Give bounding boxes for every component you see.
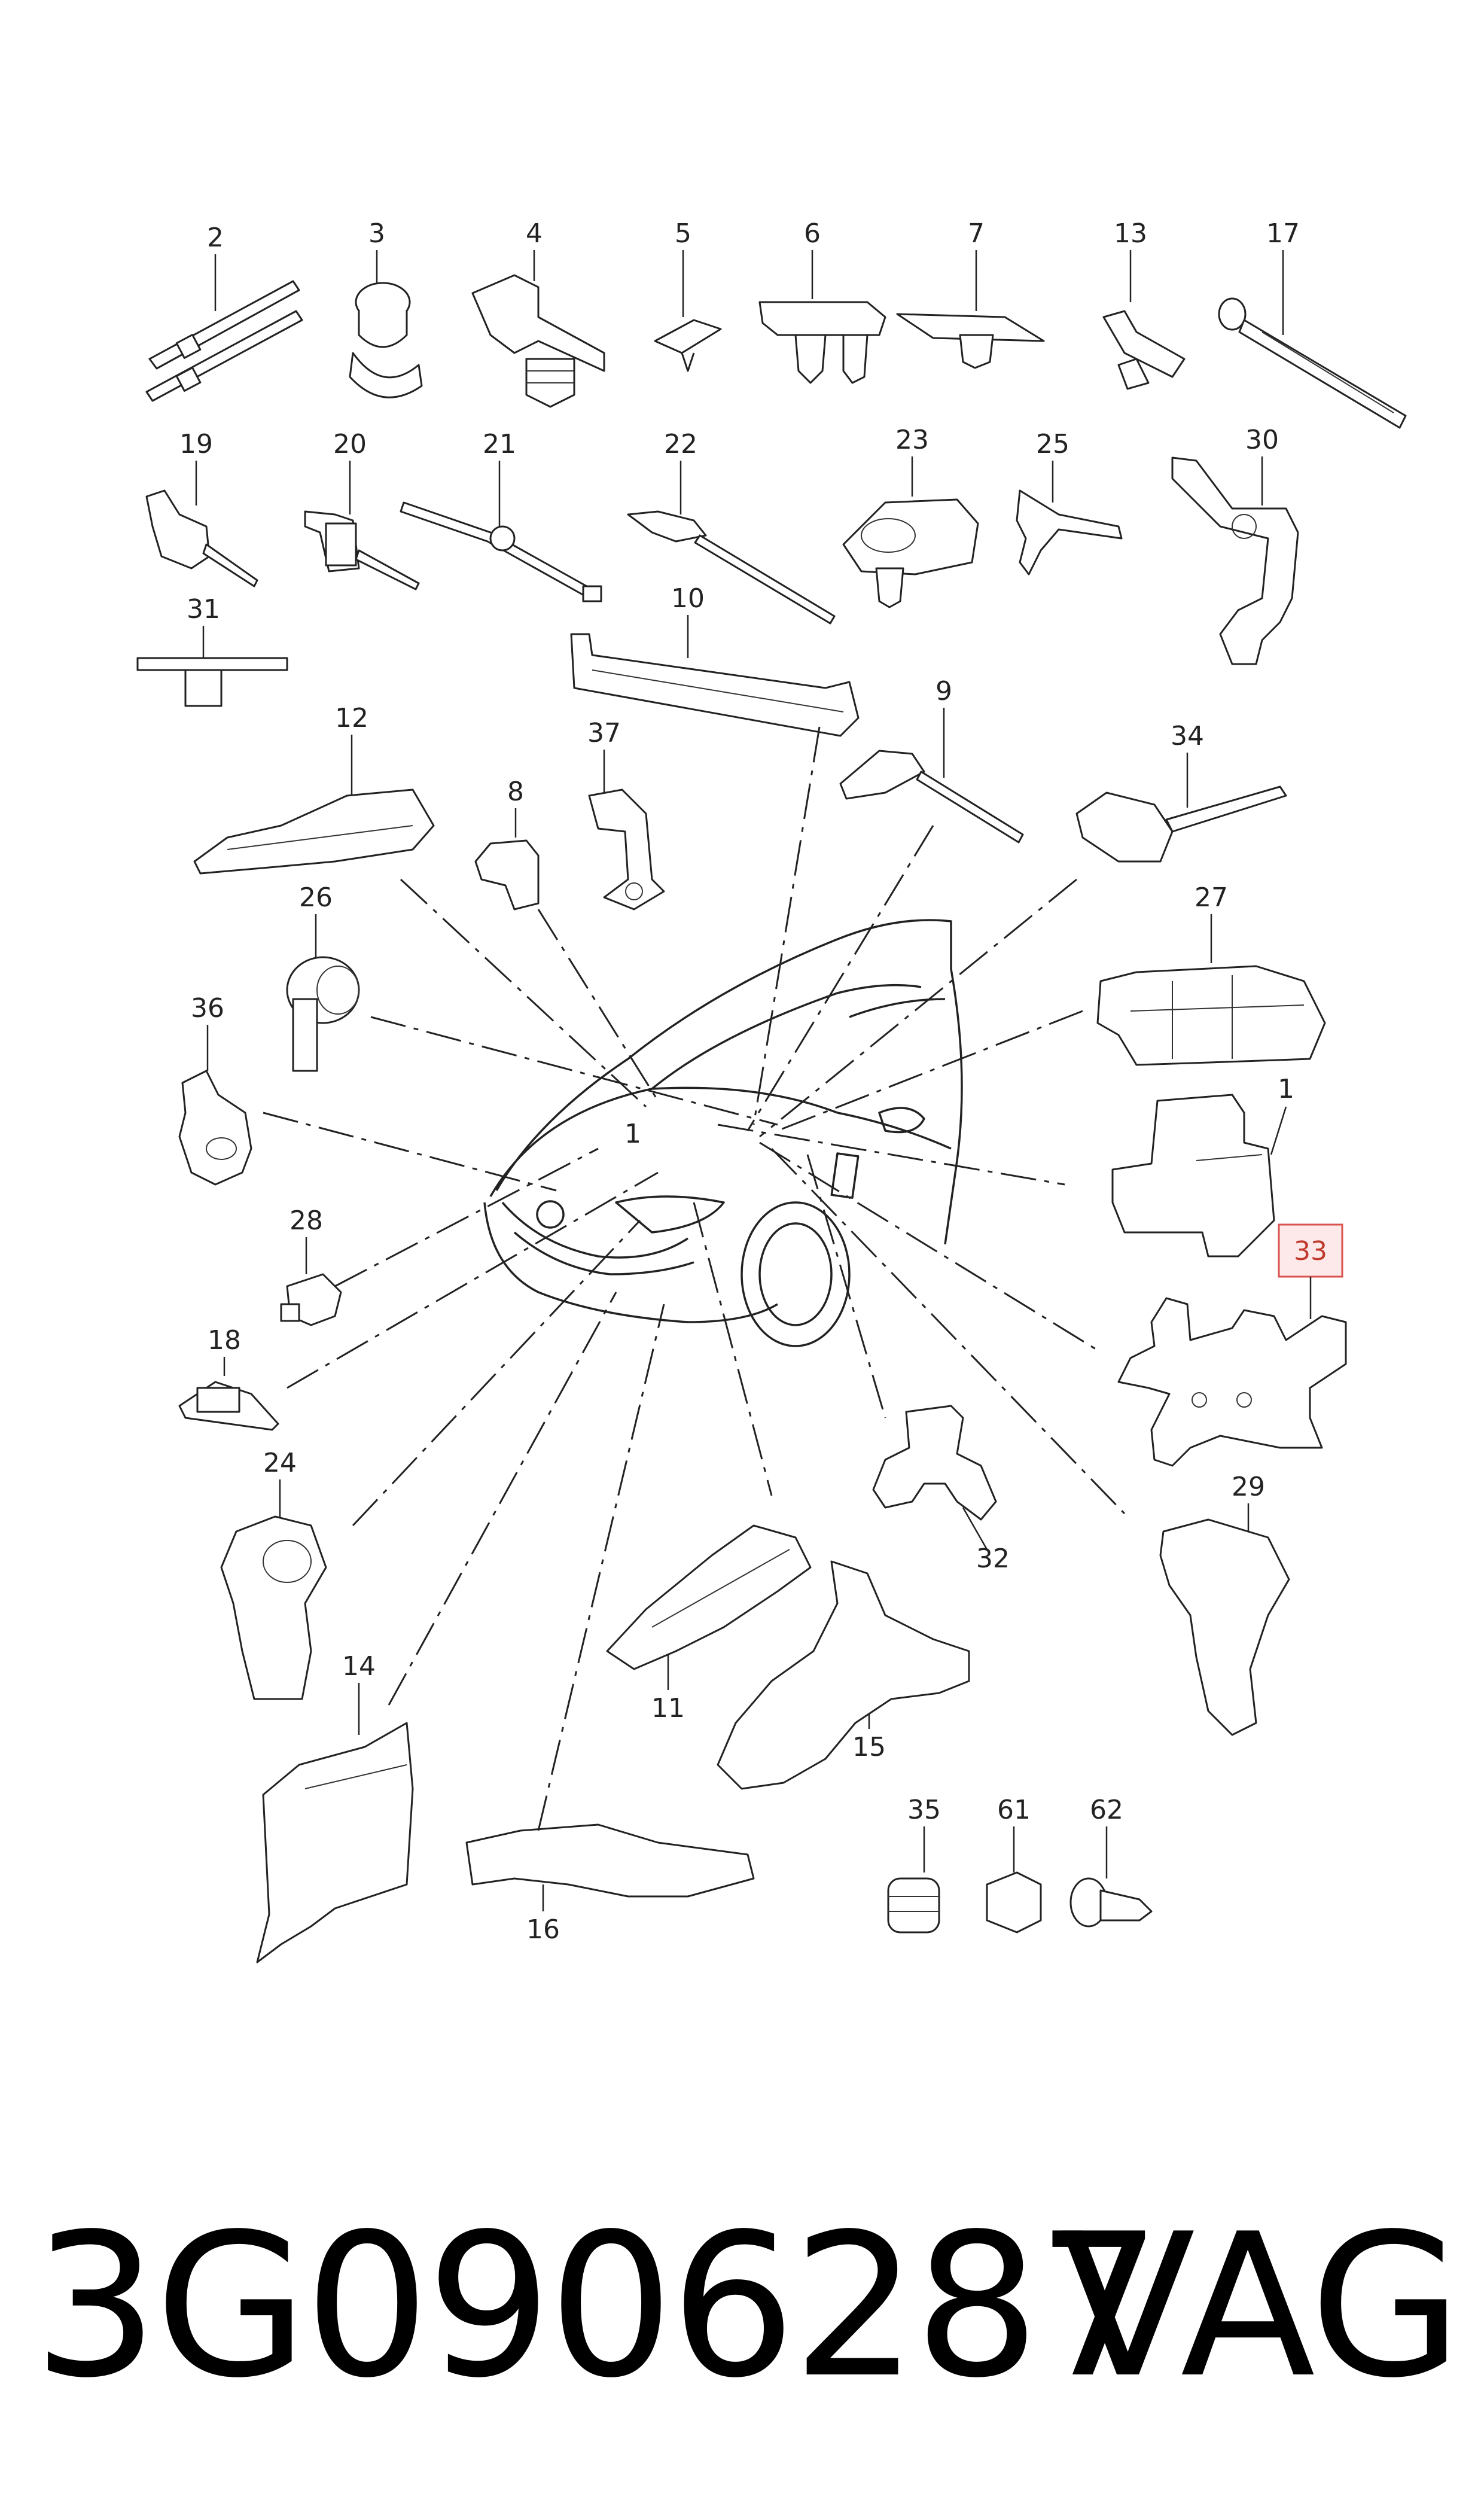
- assembly-leader-lines: [263, 726, 1126, 1831]
- part-11-duct: 29: [1159, 1472, 1290, 1736]
- callout-10: 10: [671, 583, 705, 614]
- part-61-grommet: 35: [887, 1795, 941, 1934]
- part-27-cover: 27: [1096, 882, 1326, 1066]
- brand-label: VAG: [1060, 2191, 1462, 2421]
- callout-8: 8: [507, 777, 524, 807]
- part-32-bracket: 24: [220, 1448, 327, 1700]
- callout-24: 18: [208, 1325, 241, 1356]
- part-19-clip-with-tie: 19: [145, 429, 258, 587]
- callout-5: 5: [675, 218, 691, 249]
- callout-23: 23: [895, 425, 929, 455]
- callout-6: 6: [804, 218, 821, 249]
- part-15-panel: 11: [606, 1524, 812, 1724]
- part-13-connector-holder: 13: [1102, 218, 1186, 390]
- part-36-bracket: 36: [178, 993, 252, 1186]
- callout-29: 32: [976, 1543, 1010, 1574]
- part-6-clip: 6: [758, 218, 886, 384]
- part-22-cable-tie: 22: [627, 429, 836, 625]
- callout-17: 17: [1266, 218, 1300, 249]
- callout-21: 21: [483, 429, 516, 459]
- callout-19: 19: [179, 429, 213, 459]
- callout-61: 35: [907, 1795, 941, 1825]
- callout-20: 20: [333, 429, 367, 459]
- part-3-clip: 3: [349, 218, 423, 398]
- part-63-screw: 62: [1069, 1795, 1153, 1928]
- callout-11: 29: [1232, 1472, 1265, 1502]
- callout-1-visible: 1: [624, 1119, 641, 1149]
- part-30-bracket: 30: [1171, 425, 1299, 665]
- callout-13: 13: [1114, 218, 1147, 249]
- part-31-strip: 31: [136, 594, 288, 707]
- callout-14: 15: [852, 1732, 886, 1762]
- part-35-duct: 16: [465, 1823, 755, 1945]
- car-outline: [483, 919, 963, 1347]
- part-5-clip: 5: [654, 218, 722, 372]
- callout-22: 22: [664, 429, 697, 459]
- part-9-holder-with-tie: 9: [839, 676, 1024, 844]
- part-14-panel: 15: [717, 1560, 970, 1790]
- callout-62: 61: [997, 1795, 1031, 1825]
- part-12-duct: 12: [193, 703, 435, 875]
- part-28-bracket: 1: [1111, 1074, 1294, 1258]
- part-10-long-bracket: 10: [570, 583, 860, 737]
- callout-2: 2: [207, 223, 224, 253]
- part-4-bracket-clip: 4: [471, 218, 605, 408]
- callout-35: 16: [526, 1914, 560, 1945]
- callout-36: 36: [191, 993, 224, 1024]
- callout-32: 24: [263, 1448, 297, 1478]
- callout-15: 11: [651, 1693, 685, 1724]
- part-8-clip: 8: [474, 777, 540, 911]
- part-16-panel: 14: [256, 1651, 414, 1963]
- part-17-cable-tie: 17: [1218, 218, 1407, 429]
- part-37-bracket: 37: [587, 718, 665, 911]
- part-21-cable-tie: 21: [400, 429, 602, 602]
- part-2-cable-ties: 2: [145, 223, 303, 402]
- part-23-holder: 23: [842, 425, 979, 608]
- callout-63: 62: [1090, 1795, 1123, 1825]
- callout-3: 3: [368, 218, 385, 249]
- callout-28: 1: [1278, 1074, 1294, 1104]
- callout-31: 31: [187, 594, 220, 625]
- part-62-nut: 61: [986, 1795, 1042, 1934]
- callout-12: 12: [335, 703, 368, 733]
- callout-7: 7: [968, 218, 985, 249]
- callout-26: 26: [299, 882, 333, 913]
- callout-34: 34: [1171, 721, 1204, 751]
- callout-4: 4: [526, 218, 543, 249]
- callout-27: 27: [1194, 882, 1228, 913]
- part-7-clip: 7: [896, 218, 1045, 369]
- part-26-grommet: 26: [286, 882, 360, 1072]
- callout-30: 30: [1245, 425, 1279, 455]
- part-34-bracket: 34: [1075, 721, 1287, 863]
- callout-37: 37: [587, 718, 621, 748]
- part-33-bracket: 33: [1117, 1223, 1347, 1467]
- part-25-bracket: 25: [1016, 429, 1123, 576]
- callout-25: 25: [1036, 429, 1069, 459]
- part-24-clip: 18: [178, 1325, 279, 1431]
- part-number: 3G0906287: [33, 2191, 1162, 2421]
- callout-9: 9: [936, 676, 952, 707]
- part-29-clip: 32: [872, 1405, 1010, 1574]
- part-18-clip: 28: [280, 1205, 342, 1326]
- callout-33: 33: [1294, 1236, 1327, 1266]
- part-20-clip-with-tie: 20: [304, 429, 420, 590]
- callout-18: 28: [290, 1205, 323, 1236]
- callout-16: 14: [342, 1651, 376, 1682]
